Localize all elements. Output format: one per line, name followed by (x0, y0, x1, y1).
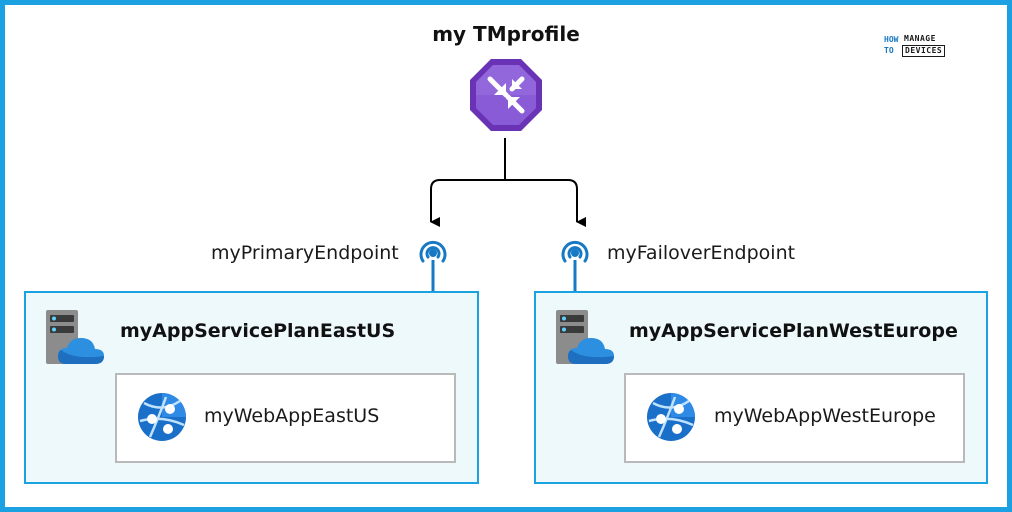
web-app-westeurope-label: myWebAppWestEurope (714, 405, 936, 427)
web-app-icon (138, 393, 186, 441)
brand-logo: HOW TO MANAGE DEVICES (880, 34, 954, 58)
logo-text-how: HOW (884, 35, 899, 44)
app-service-plan-icon (46, 310, 104, 364)
failover-endpoint-label: myFailoverEndpoint (607, 242, 796, 264)
plan-westeurope-title: myAppServicePlanWestEurope (629, 320, 958, 342)
connector-to-primary (430, 179, 505, 227)
profile-title: my TMprofile (432, 22, 580, 46)
app-service-plan-icon (556, 310, 614, 364)
logo-text-devices: DEVICES (902, 45, 946, 57)
logo-text-manage: MANAGE (904, 34, 936, 43)
primary-endpoint-label: myPrimaryEndpoint (211, 242, 399, 264)
connector-to-failover (505, 179, 586, 227)
failover-endpoint-icon (561, 240, 589, 263)
web-app-icon (647, 393, 695, 441)
plan-eastus-title: myAppServicePlanEastUS (120, 320, 396, 342)
primary-endpoint-icon (419, 240, 447, 263)
web-app-eastus-label: myWebAppEastUS (204, 405, 380, 427)
traffic-manager-icon (470, 59, 542, 131)
logo-text-to: TO (884, 46, 894, 55)
